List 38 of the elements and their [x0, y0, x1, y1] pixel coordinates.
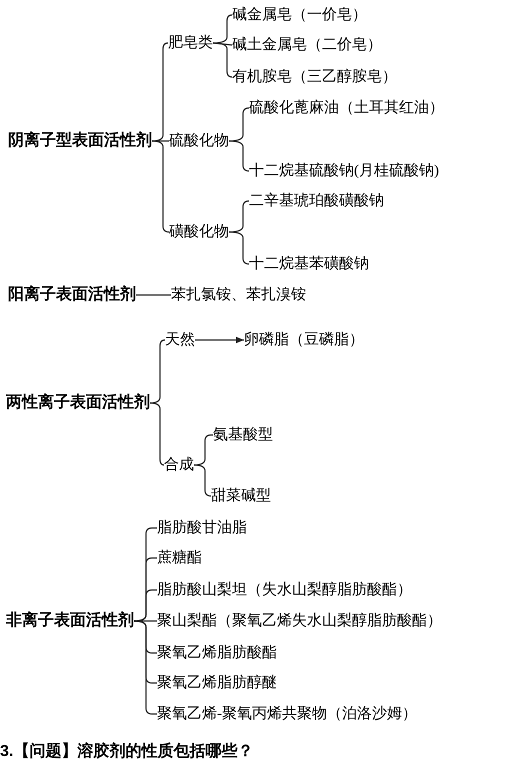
- brace-line: [150, 402, 165, 466]
- brace-line: [228, 140, 250, 172]
- item-label: 聚氧乙烯脂肪酸酯: [157, 644, 277, 662]
- item-label: 氨基酸型: [213, 426, 273, 444]
- brace-line: [212, 42, 233, 78]
- item-label: 卵磷脂（豆磷脂）: [244, 331, 364, 349]
- arrow: [195, 336, 244, 344]
- item-label: 十二烷基苯磺酸钠: [249, 255, 369, 273]
- item-label: 脂肪酸山梨坦（失水山梨醇脂肪酸酯）: [157, 581, 412, 599]
- subcategory-label: 硫酸化物: [169, 132, 229, 150]
- item-label: 聚氧乙烯脂肪醇醚: [157, 674, 277, 692]
- item-label: 有机胺皂（三乙醇胺皂）: [232, 68, 397, 86]
- item-label: 碱土金属皂（二价皂）: [232, 36, 382, 54]
- item-label: 硫酸化蓖麻油（土耳其红油）: [249, 99, 444, 117]
- item-label: 蔗糖酯: [157, 549, 202, 567]
- brace-line: [212, 42, 232, 46]
- question-heading: 3.【问题】溶胶剂的性质包括哪些？: [0, 743, 254, 761]
- item-label: 苯扎氯铵、苯扎溴铵: [171, 286, 306, 304]
- item-label: 聚氧乙烯-聚氧丙烯共聚物（泊洛沙姆）: [157, 705, 417, 723]
- subcategory-label: 合成: [164, 456, 194, 474]
- item-label: 聚山梨酯（聚氧乙烯失水山梨醇脂肪酸酯）: [157, 612, 442, 630]
- item-label: 二辛基琥珀酸磺酸钠: [249, 192, 384, 210]
- subcategory-label: 磺酸化物: [169, 223, 229, 241]
- subcategory-label: 天然: [165, 331, 195, 349]
- category-heading: 阳离子表面活性剂: [8, 286, 136, 304]
- brace-line: [152, 140, 170, 233]
- connector-line: [136, 294, 171, 296]
- category-heading: 两性离子表面活性剂: [6, 394, 150, 412]
- item-label: 甜菜碱型: [211, 487, 271, 505]
- brace-line: [150, 339, 166, 404]
- category-heading: 阴离子型表面活性剂: [8, 132, 152, 150]
- brace-line: [228, 231, 250, 265]
- item-label: 碱金属皂（一价皂）: [232, 6, 367, 24]
- category-heading: 非离子表面活性剂: [6, 612, 134, 630]
- brace-line: [194, 464, 212, 497]
- subcategory-label: 肥皂类: [168, 34, 213, 52]
- item-label: 十二烷基硫酸钠(月桂硫酸钠): [249, 162, 439, 180]
- item-label: 脂肪酸甘油脂: [157, 519, 247, 537]
